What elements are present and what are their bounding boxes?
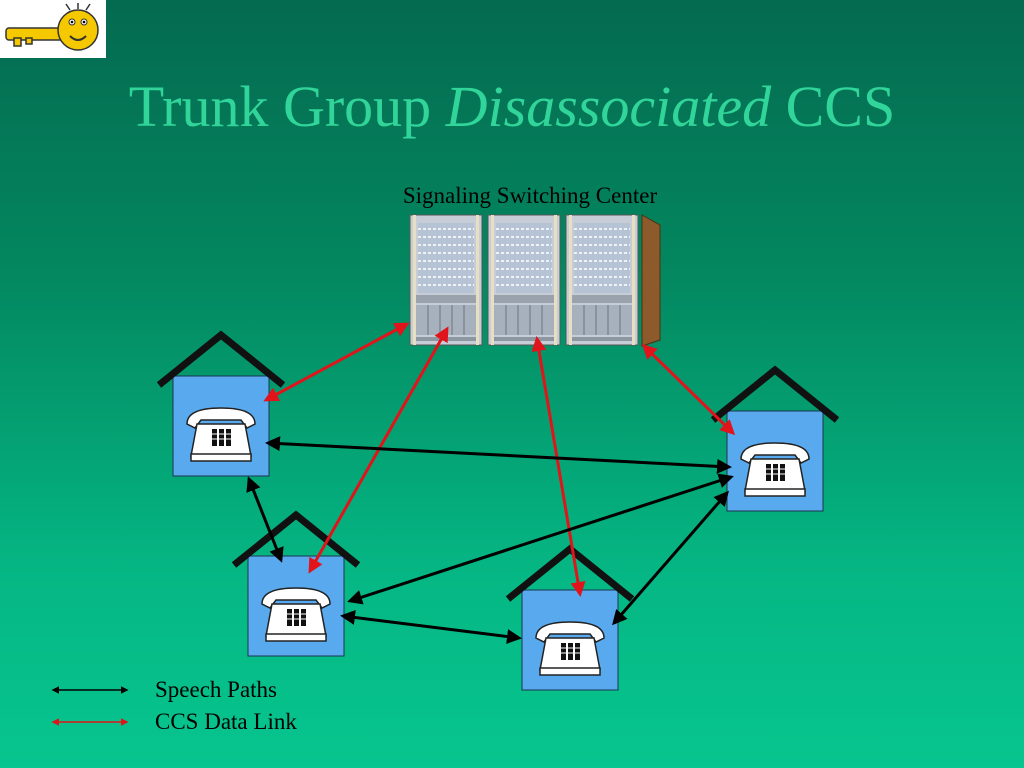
house-telephone-icon <box>508 549 632 690</box>
title-prefix: Trunk Group <box>128 74 446 139</box>
key-logo <box>0 0 106 58</box>
speech-path-a-b <box>265 436 732 474</box>
house-telephone-icon <box>234 515 358 656</box>
speech-path-c-b <box>347 473 734 605</box>
legend-speech-label: Speech Paths <box>155 677 278 702</box>
slide-title: Trunk Group Disassociated CCS <box>0 78 1024 136</box>
legend-ccs-label: CCS Data Link <box>155 709 297 734</box>
switching-center-label: Signaling Switching Center <box>402 183 658 208</box>
ccs-link-center-to-house-a <box>263 322 410 402</box>
title-emphasis: Disassociated <box>445 74 772 139</box>
ccs-link-center-to-house-b <box>641 343 736 436</box>
speech-path-d-b <box>612 490 729 626</box>
key-logo-icon <box>5 3 99 51</box>
speech-path-a-c <box>246 476 284 563</box>
house-telephone-icon <box>713 370 837 511</box>
title-suffix: CCS <box>771 74 896 139</box>
switching-center-icon <box>409 214 661 347</box>
speech-path-c-d <box>340 610 522 644</box>
house-telephone-icon <box>159 335 283 476</box>
